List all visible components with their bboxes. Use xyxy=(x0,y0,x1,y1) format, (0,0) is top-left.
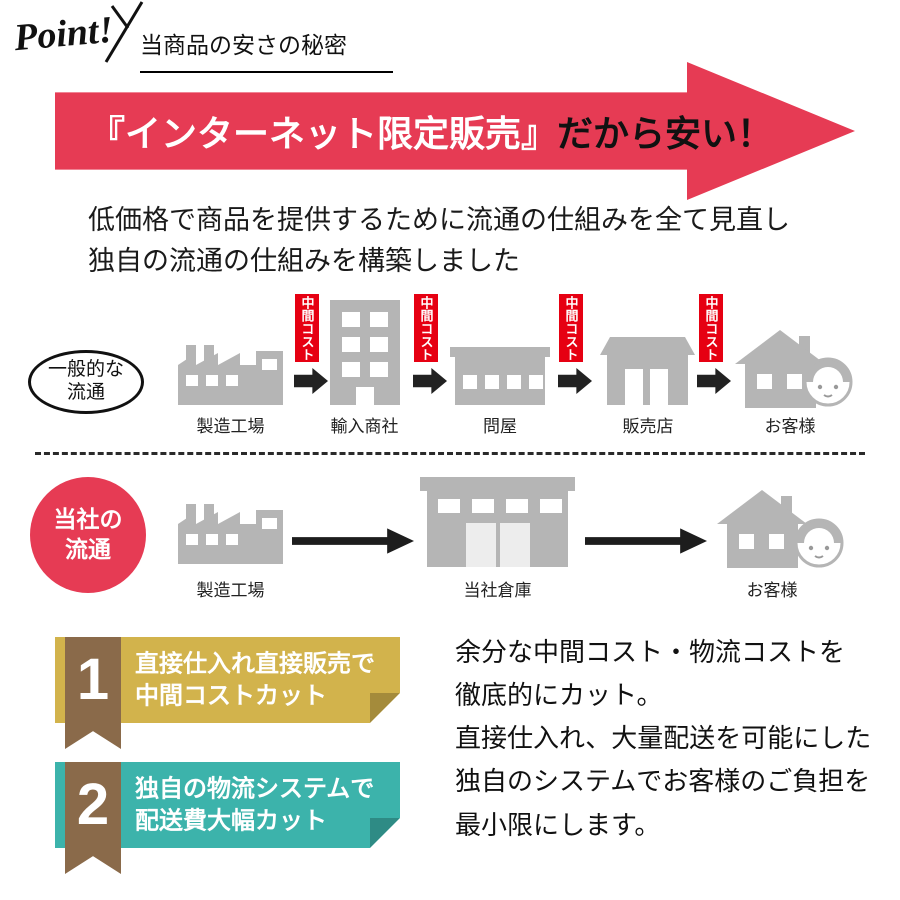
description-text: 余分な中間コスト・物流コストを 徹底的にカット。 直接仕入れ、大量配送を可能にし… xyxy=(455,631,890,847)
warehouse-icon xyxy=(420,477,575,572)
intro-line-2: 独自の流通の仕組みを構築しました xyxy=(88,245,520,276)
point-number-2: 2 xyxy=(76,772,110,837)
point-2-line-1: 独自の物流システムで xyxy=(135,775,375,803)
wholesaler-icon xyxy=(450,347,550,410)
point-box-1: 1 直接仕入れ直接販売で 中間コストカット xyxy=(55,637,400,749)
general-flow-label-line2: 流通 xyxy=(66,382,105,403)
banner-text: 『インターネット限定販売』だから安い！ xyxy=(55,62,855,200)
description-line: 徹底的にカット。 xyxy=(455,680,663,711)
divider xyxy=(35,452,865,455)
company-flow-label-line2: 流通 xyxy=(65,536,111,562)
factory-icon xyxy=(178,343,283,410)
step-label: 当社倉庫 xyxy=(463,581,532,600)
description-line: 余分な中間コスト・物流コストを xyxy=(455,637,846,667)
point-text-1: 直接仕入れ直接販売で 中間コストカット xyxy=(135,648,375,711)
step-label: 販売店 xyxy=(622,417,674,436)
factory-icon xyxy=(178,502,283,569)
company-flow-label: 当社の 流通 xyxy=(30,477,146,593)
customer-face-icon xyxy=(793,517,845,574)
description-line: 独自のシステムでお客様のご負担を xyxy=(455,766,871,797)
banner-suffix: だから安い！ xyxy=(557,113,774,154)
intro-text: 低価格で商品を提供するために流通の仕組みを全て見直し 独自の流通の仕組みを構築し… xyxy=(88,200,790,281)
slash-icon xyxy=(98,0,150,69)
arrow-right-icon xyxy=(413,368,447,394)
description-line: 最小限にします。 xyxy=(455,809,661,840)
cost-tag: 中間コスト xyxy=(699,294,723,362)
cost-tag: 中間コスト xyxy=(295,294,319,362)
intro-line-1: 低価格で商品を提供するために流通の仕組みを全て見直し xyxy=(88,205,790,235)
fold-corner-icon xyxy=(370,693,400,723)
point-ribbon-2: 2 xyxy=(65,762,121,874)
arrow-right-icon xyxy=(585,528,707,554)
step-label: お客様 xyxy=(746,581,798,600)
point-box-2: 2 独自の物流システムで 配送費大幅カット xyxy=(55,762,400,874)
point-1-line-2: 中間コストカット xyxy=(135,682,327,709)
point-ribbon-1: 1 xyxy=(65,637,121,749)
point-1-line-1: 直接仕入れ直接販売で xyxy=(135,650,375,678)
fold-corner-icon xyxy=(370,818,400,848)
arrow-right-icon xyxy=(294,368,328,394)
company-flow-label-line1: 当社の xyxy=(53,506,123,533)
general-flow-label-line1: 一般的な xyxy=(47,359,124,381)
arrow-right-icon xyxy=(558,368,592,394)
description-line: 直接仕入れ、大量配送を可能にした xyxy=(455,723,872,754)
point-text-2: 独自の物流システムで 配送費大幅カット xyxy=(135,773,374,836)
step-label: お客様 xyxy=(764,417,816,436)
step-label: 製造工場 xyxy=(196,417,265,436)
general-flow-label: 一般的な 流通 xyxy=(28,350,144,414)
step-label: 製造工場 xyxy=(196,581,265,600)
step-label: 輸入商社 xyxy=(330,417,399,436)
arrow-right-icon xyxy=(292,528,414,554)
page-title: 当商品の安さの秘密 xyxy=(140,26,393,73)
cost-tag: 中間コスト xyxy=(414,294,438,362)
banner-highlight: 『インターネット限定販売』 xyxy=(88,113,557,154)
customer-face-icon xyxy=(802,356,854,413)
trading-company-icon xyxy=(330,300,400,410)
cost-tag: 中間コスト xyxy=(559,294,583,362)
house-icon xyxy=(715,490,810,573)
point-number-1: 1 xyxy=(76,647,110,712)
point-2-line-2: 配送費大幅カット xyxy=(135,807,327,834)
step-label: 問屋 xyxy=(483,417,517,436)
arrow-right-icon xyxy=(697,368,731,394)
shop-icon xyxy=(600,337,695,410)
